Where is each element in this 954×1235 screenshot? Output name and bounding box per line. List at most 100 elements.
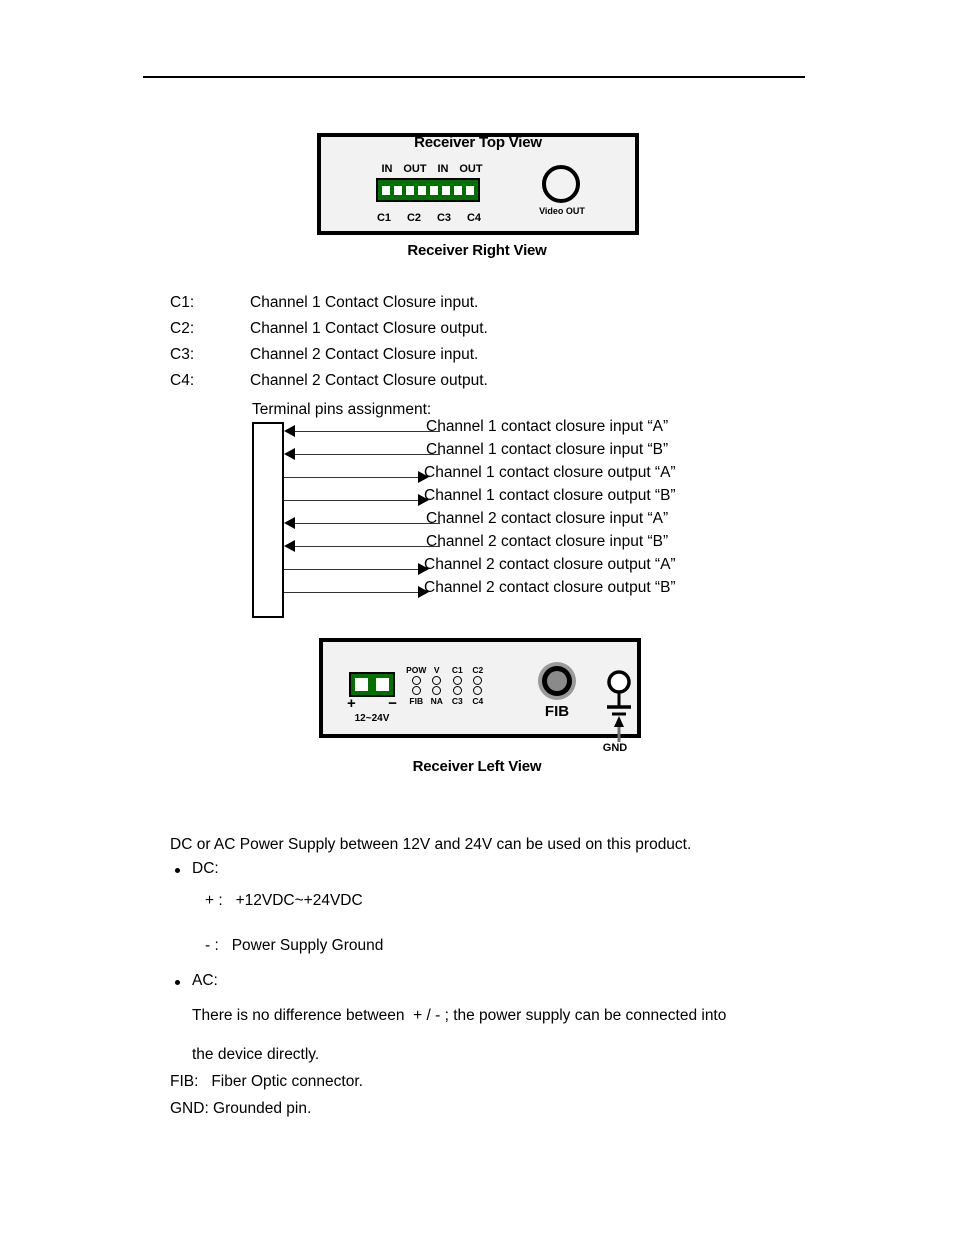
terminal-pin — [418, 185, 426, 195]
led-indicator-icon — [473, 676, 483, 685]
terminal-pin — [382, 185, 390, 195]
pin-leader-line — [284, 477, 426, 478]
led-cell — [447, 686, 468, 695]
led-indicator-icon — [452, 676, 462, 685]
led-indicator-icon — [411, 676, 421, 685]
led-cell — [468, 676, 489, 685]
pin-label: Channel 2 contact closure output “B” — [424, 579, 676, 596]
terminal-pin — [406, 185, 414, 195]
arrow-right-icon — [418, 471, 429, 483]
led-cell — [406, 686, 427, 695]
dc-plus-spec: + : +12VDC~+24VDC — [205, 892, 363, 909]
header-rule — [143, 76, 805, 78]
ground-label: GND — [602, 742, 628, 754]
terminal-bottom-label-c1: C1 — [376, 212, 392, 224]
green-terminal-block — [376, 178, 480, 202]
list-item: C3: Channel 2 Contact Closure input. — [170, 346, 488, 372]
terminal-pin-assignment-diagram: Channel 1 contact closure input “A” Chan… — [250, 418, 710, 620]
led-label-v: V — [433, 665, 440, 675]
led-top-labels: POW V C1 C2 — [406, 665, 488, 675]
pin-label: Channel 1 contact closure input “A” — [426, 418, 669, 435]
channel-key: C1: — [170, 294, 195, 311]
terminal-top-label-2: OUT — [403, 163, 427, 175]
power-supply-intro-text: DC or AC Power Supply between 12V and 24… — [170, 836, 692, 853]
pin-leader-line — [292, 454, 440, 455]
terminal-top-label-1: IN — [381, 163, 393, 175]
fib-connector-label: FIB — [544, 703, 570, 720]
pin-leader-line — [284, 569, 426, 570]
receiver-top-view-diagram: Receiver Top View — [317, 133, 639, 235]
power-minus-label: − — [388, 695, 397, 712]
ground-symbol-icon — [596, 670, 642, 751]
arrow-left-icon — [284, 448, 295, 460]
pin-label: Channel 1 contact closure output “A” — [424, 464, 676, 481]
arrow-left-icon — [284, 540, 295, 552]
led-cell — [406, 676, 427, 685]
video-out-connector-icon — [542, 165, 580, 203]
pin-leader-line — [284, 592, 426, 593]
led-label-c3: C3 — [451, 696, 463, 706]
arrow-left-icon — [284, 517, 295, 529]
receiver-left-view-caption: Receiver Left View — [412, 758, 542, 775]
video-out-label: Video OUT — [539, 206, 585, 216]
receiver-right-view-caption: Receiver Right View — [407, 242, 547, 259]
power-terminal-block — [349, 672, 395, 697]
led-bottom-labels: FIB NA C3 C4 — [406, 696, 488, 706]
list-item: C2: Channel 1 Contact Closure output. — [170, 320, 488, 346]
terminal-pin — [454, 185, 462, 195]
led-indicator-icon — [411, 686, 421, 695]
gnd-note: GND: Grounded pin. — [170, 1100, 312, 1117]
terminal-in-out-labels: IN OUT IN OUT — [373, 163, 485, 175]
list-item: C1: Channel 1 Contact Closure input. — [170, 294, 488, 320]
led-indicator-icon — [432, 686, 442, 695]
channel-key: C2: — [170, 320, 195, 337]
terminal-connector-rectangle — [252, 422, 284, 618]
fib-connector-core — [547, 671, 567, 691]
pin-assignment-row: Channel 2 contact closure input “B” — [284, 533, 704, 558]
pin-assignment-row: Channel 2 contact closure input “A” — [284, 510, 704, 535]
led-row-bottom — [406, 686, 488, 695]
terminal-pin — [442, 185, 450, 195]
terminal-bottom-label-c4: C4 — [466, 212, 482, 224]
arrow-right-icon — [418, 563, 429, 575]
channel-definition-list: C1: Channel 1 Contact Closure input. C2:… — [170, 294, 488, 398]
terminal-bottom-label-c2: C2 — [406, 212, 422, 224]
led-label-c2: C2 — [472, 665, 484, 675]
pin-label: Channel 2 contact closure input “A” — [426, 510, 669, 527]
pin-leader-line — [292, 546, 440, 547]
dc-heading: DC: — [192, 860, 219, 877]
arrow-left-icon — [284, 425, 295, 437]
channel-description: Channel 2 Contact Closure input. — [250, 346, 479, 363]
led-label-c4: C4 — [472, 696, 484, 706]
terminal-channel-labels: C1 C2 C3 C4 — [369, 212, 489, 224]
led-cell — [468, 686, 489, 695]
list-item: C4: Channel 2 Contact Closure output. — [170, 372, 488, 398]
terminal-bottom-label-c3: C3 — [436, 212, 452, 224]
pin-leader-line — [292, 431, 440, 432]
bullet-icon — [175, 868, 180, 873]
pin-leader-line — [284, 500, 426, 501]
power-plus-label: + — [347, 695, 356, 712]
dc-minus-spec: - : Power Supply Ground — [205, 937, 384, 954]
terminal-pins-assignment-title: Terminal pins assignment: — [252, 401, 432, 418]
arrow-right-icon — [418, 494, 429, 506]
terminal-pin — [466, 185, 474, 195]
pin-leader-line — [292, 523, 440, 524]
led-indicator-icon — [473, 686, 483, 695]
ac-heading: AC: — [192, 972, 218, 989]
channel-description: Channel 2 Contact Closure output. — [250, 372, 488, 389]
power-polarity-labels: + − — [347, 695, 397, 712]
led-label-pow: POW — [406, 665, 427, 675]
led-cell — [427, 686, 448, 695]
pin-assignment-row: Channel 2 contact closure output “A” — [284, 556, 704, 581]
power-pin — [355, 678, 368, 691]
pin-assignment-row: Channel 1 contact closure input “A” — [284, 418, 704, 443]
pin-assignment-row: Channel 1 contact closure output “A” — [284, 464, 704, 489]
ac-note-line-1: There is no difference between + / - ; t… — [192, 1007, 727, 1024]
pin-label: Channel 1 contact closure output “B” — [424, 487, 676, 504]
pin-assignment-row: Channel 2 contact closure output “B” — [284, 579, 704, 604]
channel-key: C3: — [170, 346, 195, 363]
pin-assignment-row: Channel 1 contact closure input “B” — [284, 441, 704, 466]
terminal-pin — [394, 185, 402, 195]
channel-description: Channel 1 Contact Closure input. — [250, 294, 479, 311]
